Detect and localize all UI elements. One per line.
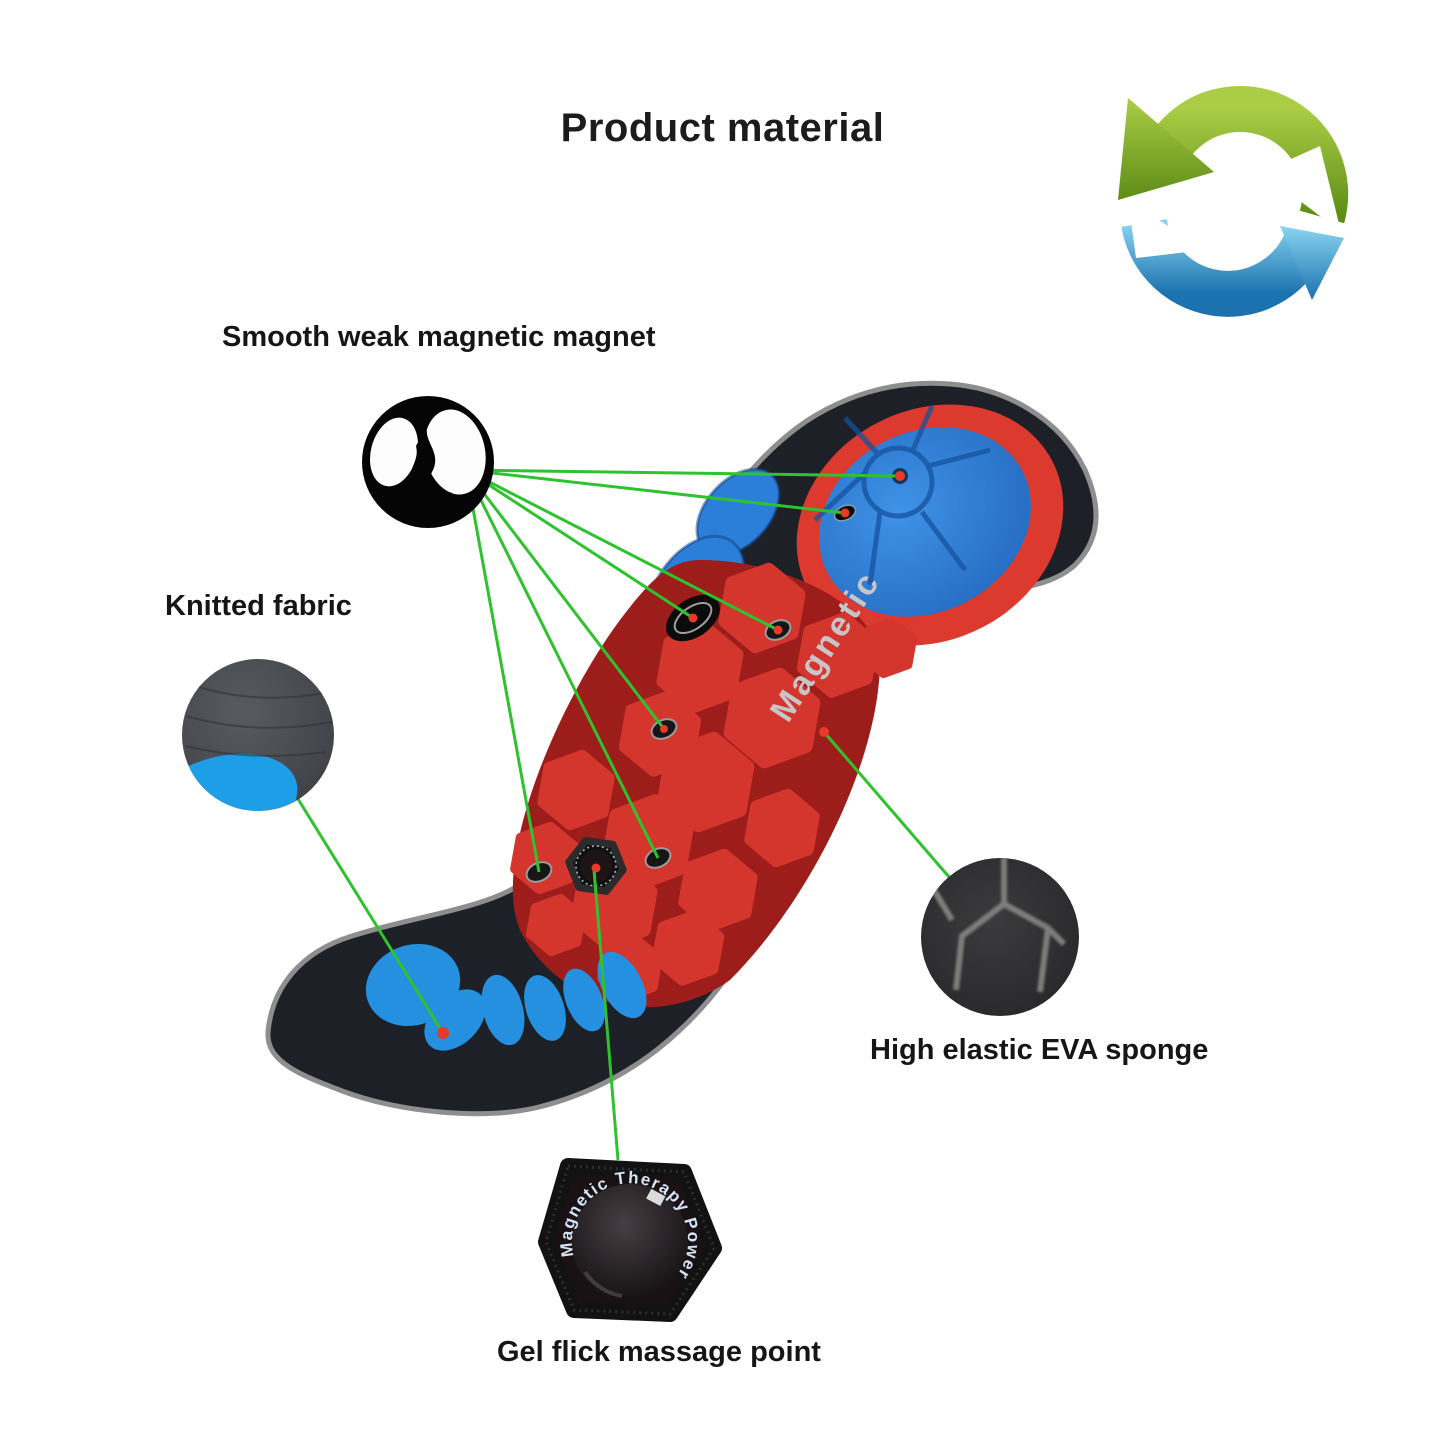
- fabric-zoom-circle: [182, 659, 334, 811]
- label-gel-flick-massage-point: Gel flick massage point: [497, 1336, 821, 1368]
- refresh-blue-arrow-icon: [1121, 200, 1344, 317]
- label-smooth-weak-magnetic-magnet: Smooth weak magnetic magnet: [222, 321, 656, 353]
- callout-lines: [296, 468, 951, 1161]
- label-knitted-fabric: Knitted fabric: [165, 590, 352, 622]
- refresh-green-arrow-icon: [1118, 85, 1349, 232]
- magnet-zoom-circle: [362, 396, 494, 528]
- marker-dots: [437, 471, 905, 1039]
- eva-zoom-circle: [921, 858, 1079, 1016]
- gel-hexagon-detail: Magnetic Therapy Power: [538, 1158, 722, 1322]
- label-high-elastic-eva-sponge: High elastic EVA sponge: [870, 1034, 1209, 1066]
- red-honeycomb-pads: [506, 560, 921, 1007]
- refresh-arrows-icon: [1118, 85, 1349, 317]
- page-title: Product material: [560, 106, 885, 150]
